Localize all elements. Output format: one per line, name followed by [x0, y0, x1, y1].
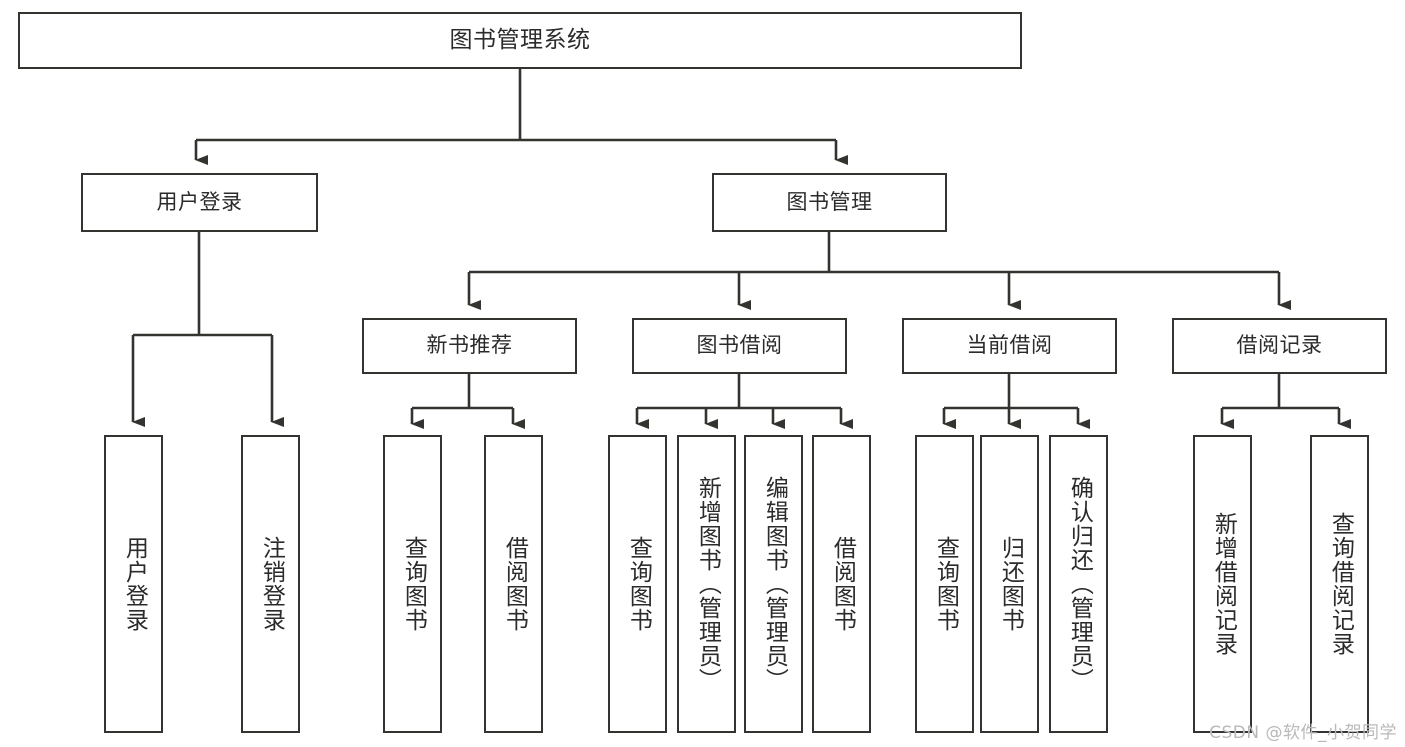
- node-leaf-query-book-1[interactable]: 查询图书: [383, 435, 442, 733]
- node-leaf-add-record[interactable]: 新增借阅记录: [1193, 435, 1252, 733]
- node-leaf-borrow-book-1[interactable]: 借阅图书: [484, 435, 543, 733]
- node-leaf-logout-label: 注销登录: [258, 536, 285, 632]
- node-leaf-query-record-label: 查询借阅记录: [1327, 512, 1354, 656]
- node-leaf-add-book[interactable]: 新增图书（管理员）: [677, 435, 736, 733]
- node-leaf-add-book-label: 新增图书（管理员）: [694, 476, 721, 692]
- node-leaf-query-book-2-label: 查询图书: [625, 536, 652, 632]
- node-current-borrow[interactable]: 当前借阅: [902, 318, 1117, 374]
- node-leaf-edit-book[interactable]: 编辑图书（管理员）: [744, 435, 803, 733]
- node-leaf-user-login[interactable]: 用户登录: [104, 435, 163, 733]
- node-borrow-record[interactable]: 借阅记录: [1172, 318, 1387, 374]
- node-leaf-add-record-label: 新增借阅记录: [1210, 512, 1237, 656]
- node-borrow-record-label: 借阅记录: [1236, 333, 1323, 358]
- node-user-login[interactable]: 用户登录: [81, 173, 318, 232]
- node-user-login-label: 用户登录: [156, 189, 243, 214]
- node-book-borrow-label: 图书借阅: [696, 333, 783, 358]
- node-leaf-query-book-3[interactable]: 查询图书: [915, 435, 974, 733]
- node-leaf-user-login-label: 用户登录: [121, 536, 148, 632]
- node-root[interactable]: 图书管理系统: [18, 12, 1022, 69]
- node-leaf-return-book[interactable]: 归还图书: [980, 435, 1039, 733]
- node-leaf-confirm-return[interactable]: 确认归还（管理员）: [1049, 435, 1108, 733]
- node-root-label: 图书管理系统: [449, 26, 591, 53]
- node-book-manage[interactable]: 图书管理: [712, 173, 947, 232]
- node-leaf-edit-book-label: 编辑图书（管理员）: [761, 476, 788, 692]
- node-new-book-recommend-label: 新书推荐: [426, 333, 513, 358]
- node-leaf-confirm-return-label: 确认归还（管理员）: [1066, 476, 1093, 692]
- node-new-book-recommend[interactable]: 新书推荐: [362, 318, 577, 374]
- node-leaf-query-book-3-label: 查询图书: [932, 536, 959, 632]
- node-leaf-return-book-label: 归还图书: [997, 536, 1024, 632]
- node-leaf-query-book-2[interactable]: 查询图书: [608, 435, 667, 733]
- node-leaf-logout[interactable]: 注销登录: [241, 435, 300, 733]
- node-leaf-borrow-book-2[interactable]: 借阅图书: [812, 435, 871, 733]
- node-book-manage-label: 图书管理: [786, 189, 873, 214]
- node-leaf-query-record[interactable]: 查询借阅记录: [1310, 435, 1369, 733]
- node-leaf-query-book-1-label: 查询图书: [400, 536, 427, 632]
- csdn-watermark: CSDN @软件_小贺同学: [1209, 723, 1397, 743]
- node-book-borrow[interactable]: 图书借阅: [632, 318, 847, 374]
- node-leaf-borrow-book-1-label: 借阅图书: [501, 536, 528, 632]
- node-current-borrow-label: 当前借阅: [966, 333, 1053, 358]
- node-leaf-borrow-book-2-label: 借阅图书: [829, 536, 856, 632]
